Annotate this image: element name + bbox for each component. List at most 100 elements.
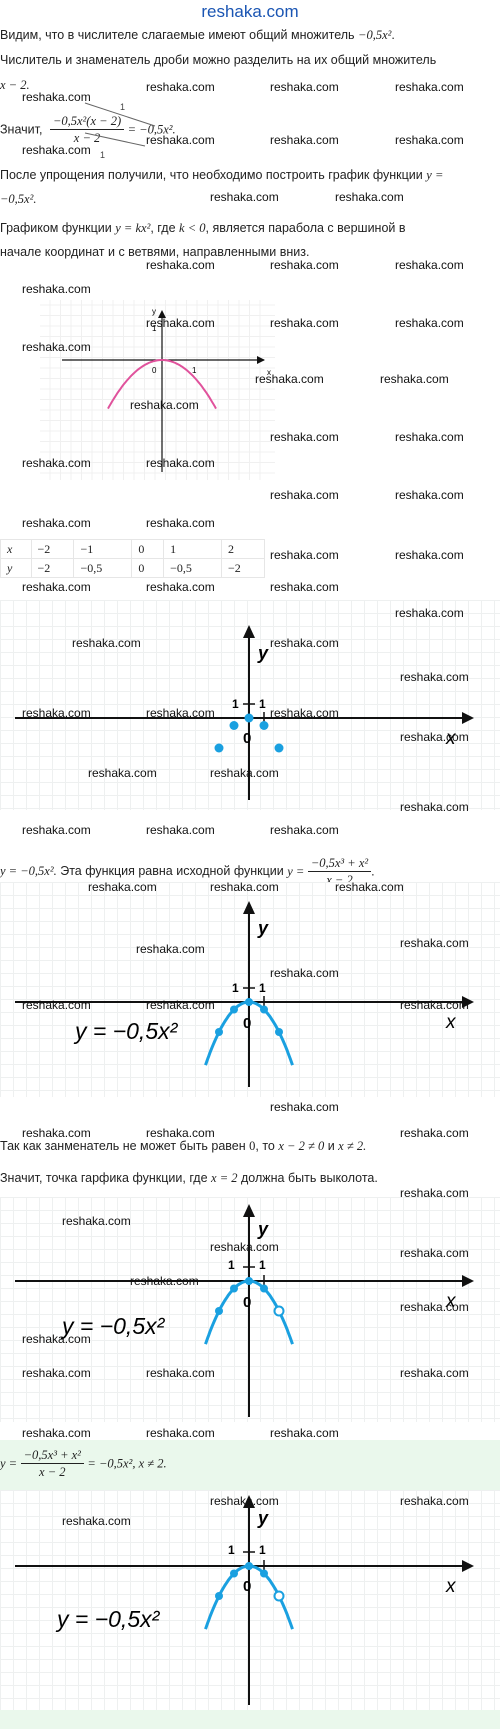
watermark: reshaka.com [270,1100,339,1114]
data-points [214,713,284,753]
graph-grid [40,300,275,480]
parabola-graph: x y 0 1 1 [40,300,275,480]
watermark: reshaka.com [210,1240,279,1254]
math-expression: k < 0 [179,221,206,235]
points-graph: x y 0 1 1 [15,625,474,800]
y-axis-label: y [257,643,269,663]
y-axis-arrow [158,310,166,318]
x-axis-arrow [462,1275,474,1287]
cancel-strokes: 1 1 [84,102,156,160]
watermark: reshaka.com [146,516,215,530]
watermark: reshaka.com [270,636,339,650]
watermark: reshaka.com [146,1426,215,1440]
origin-label: 0 [243,1578,251,1595]
watermark: reshaka.com [146,133,215,147]
curve-and-points [204,1277,294,1345]
watermark: reshaka.com [22,143,91,157]
watermark: reshaka.com [395,488,464,502]
watermark: reshaka.com [270,966,339,980]
watermark: reshaka.com [270,823,339,837]
x-axis-arrow [462,712,474,724]
data-point [260,1005,268,1014]
table-cell: 0 [131,558,165,578]
data-point [244,713,254,723]
fraction: −0,5x³ + x² x − 2 [20,1447,84,1480]
math-expression: y = −0,5x². [0,863,57,878]
math-expression: y = [0,1456,18,1471]
paragraph-equivalent-function: y = −0,5x². Эта функция равна исходной ф… [0,855,375,887]
watermark: reshaka.com [88,766,157,780]
data-point [275,1028,283,1036]
watermark: reshaka.com [270,430,339,444]
origin-label: 0 [243,1294,251,1311]
data-point [260,1284,268,1293]
watermark: reshaka.com [400,730,469,744]
y-axis-label: y [257,918,269,938]
watermark: reshaka.com [270,1426,339,1440]
origin-label: 0 [152,366,157,375]
data-point [230,1569,238,1578]
cancel-mark: 1 [120,102,125,112]
x-axis-label: x [445,1576,457,1597]
x-axis-arrow [462,1560,474,1572]
site-logo[interactable]: reshaka.com [201,2,299,21]
table-cell: −1 [73,539,133,559]
x-axis-label: x [267,368,271,377]
table-cell: x [0,539,32,559]
paragraph-text: Эта функция равна исходной функции [60,863,284,878]
x-tick-label: 1 [192,366,197,375]
watermark: reshaka.com [395,430,464,444]
watermark: reshaka.com [395,606,464,620]
watermark: reshaka.com [400,1300,469,1314]
table-cell: −2 [30,539,75,559]
watermark: reshaka.com [72,636,141,650]
data-point [245,1562,253,1570]
watermark: reshaka.com [335,190,404,204]
parabola-graph-blue: x y 0 1 1 y = −0,5x² [15,901,474,1087]
watermark: reshaka.com [395,80,464,94]
value-table: x −2 −1 0 1 2 y −2 −0,5 0 −0,5 −2 [0,539,265,578]
data-point [215,1307,223,1315]
fraction-numerator: −0,5x³ + x² [307,855,372,872]
watermark: reshaka.com [146,823,215,837]
math-expression: y = [426,168,444,182]
watermark: reshaka.com [22,90,91,104]
table-cell: −2 [221,558,265,578]
watermark: reshaka.com [270,258,339,272]
watermark: reshaka.com [62,1514,131,1528]
function-formula: y = −0,5x² [60,1313,166,1339]
paragraph-text: и [327,1139,335,1153]
data-point [245,1277,253,1285]
watermark: reshaka.com [22,282,91,296]
y-tick-label: 1 [228,1543,235,1557]
data-point [245,998,253,1006]
watermark: reshaka.com [400,998,469,1012]
y-tick-label: 1 [232,697,239,711]
math-expression: x ≠ 2. [338,1139,367,1153]
watermark: reshaka.com [210,1494,279,1508]
watermark: reshaka.com [270,488,339,502]
watermark: reshaka.com [395,133,464,147]
y-axis-arrow [243,1495,255,1508]
paragraph-text: должна быть выколота. [241,1171,378,1185]
watermark: reshaka.com [22,823,91,837]
table-cell: 1 [163,539,222,559]
punctured-point [273,1590,285,1602]
cancel-mark: 1 [100,150,105,160]
math-expression: −0,5x². [0,192,37,206]
watermark: reshaka.com [88,880,157,894]
data-point [230,1284,238,1293]
watermark: reshaka.com [22,1366,91,1380]
watermark: reshaka.com [22,1126,91,1140]
x-axis-arrow [257,356,265,364]
y-axis-arrow [243,1204,255,1217]
y-axis-arrow [243,901,255,914]
fraction-numerator: −0,5x²(x − 2) [49,113,125,130]
math-expression: = −0,5x², x ≠ 2. [87,1456,167,1471]
punctured-parabola-graph: x y 0 1 1 y = −0,5x² [15,1204,474,1417]
y-axis-arrow [243,625,255,638]
table-row-y: y −2 −0,5 0 −0,5 −2 [0,558,265,578]
watermark: reshaka.com [270,706,339,720]
x-tick-label: 1 [259,981,266,995]
math-expression: y = [287,864,305,879]
